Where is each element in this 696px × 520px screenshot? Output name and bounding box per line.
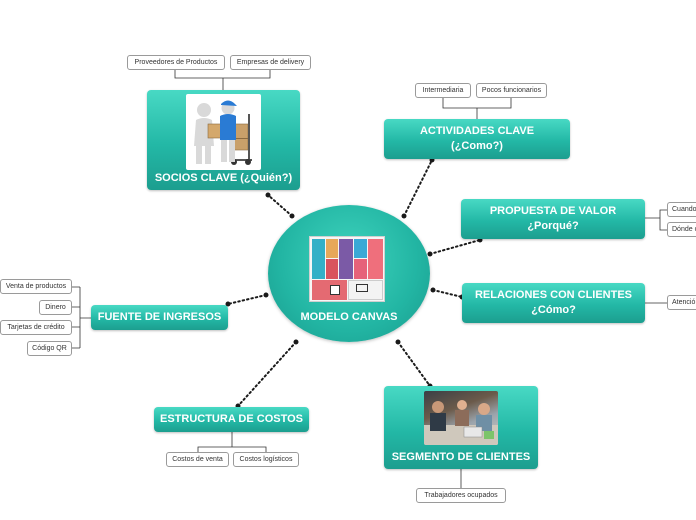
topic-fuente-ingresos[interactable]: FUENTE DE INGRESOS xyxy=(91,305,228,330)
leaf-proveedores[interactable]: Proveedores de Productos xyxy=(127,55,225,70)
leaf-intermediaria[interactable]: Intermediaria xyxy=(415,83,471,98)
topic-relaciones-line2: ¿Cómo? xyxy=(531,304,576,316)
leaf-cuando[interactable]: Cuando xyxy=(667,202,696,217)
connector-socios xyxy=(267,194,293,217)
topic-actividades-line2: (¿Como?) xyxy=(451,140,503,152)
leaf-venta-productos[interactable]: Venta de productos xyxy=(0,279,72,294)
topic-actividades-clave[interactable]: ACTIVIDADES CLAVE (¿Como?) xyxy=(384,119,570,159)
connector-segmento xyxy=(397,341,431,387)
topic-propuesta-valor[interactable]: PROPUESTA DE VALOR ¿Porqué? xyxy=(461,199,645,239)
topic-segmento-title: SEGMENTO DE CLIENTES xyxy=(391,450,531,463)
bracket-costos xyxy=(197,432,267,452)
topic-relaciones-clientes[interactable]: RELACIONES CON CLIENTES ¿Cómo? xyxy=(462,283,645,323)
topic-estructura-costos[interactable]: ESTRUCTURA DE COSTOS xyxy=(154,407,309,432)
leaf-codigo-qr[interactable]: Código QR xyxy=(27,341,72,356)
bracket-propuesta xyxy=(645,209,667,231)
bracket-socios xyxy=(174,70,271,90)
business-model-canvas-icon xyxy=(309,236,385,302)
topic-relaciones-line1: RELACIONES CON CLIENTES xyxy=(474,288,633,301)
topic-actividades-line1: ACTIVIDADES CLAVE xyxy=(419,124,535,137)
topic-ingresos-title: FUENTE DE INGRESOS xyxy=(97,310,222,323)
bracket-ingresos xyxy=(72,286,91,349)
delivery-handover-image xyxy=(186,94,261,170)
office-meeting-photo xyxy=(424,391,498,445)
leaf-trabajadores-ocupados[interactable]: Trabajadores ocupados xyxy=(416,488,506,503)
leaf-pocos-funcionarios[interactable]: Pocos funcionarios xyxy=(476,83,547,98)
connector-relaciones xyxy=(432,289,463,298)
topic-socios-title: SOCIOS CLAVE (¿Quién?) xyxy=(154,171,293,184)
connector-ingresos xyxy=(227,294,267,305)
leaf-empresas-delivery[interactable]: Empresas de delivery xyxy=(230,55,311,70)
leaf-costos-logisticos[interactable]: Costos logísticos xyxy=(233,452,299,467)
connector-propuesta xyxy=(429,239,481,255)
connector-costos xyxy=(237,341,297,407)
bracket-actividades xyxy=(442,98,512,119)
leaf-dinero[interactable]: Dinero xyxy=(39,300,72,315)
topic-propuesta-line1: PROPUESTA DE VALOR xyxy=(489,204,617,217)
leaf-tarjetas-credito[interactable]: Tarjetas de crédito xyxy=(0,320,72,335)
connector-actividades xyxy=(403,159,433,217)
central-topic[interactable]: MODELO CANVAS xyxy=(268,205,430,342)
leaf-costos-venta[interactable]: Costos de venta xyxy=(166,452,229,467)
leaf-donde[interactable]: Dónde c xyxy=(667,222,696,237)
central-title: MODELO CANVAS xyxy=(300,311,398,323)
leaf-atencion[interactable]: Atenció xyxy=(667,295,696,310)
topic-propuesta-line2: ¿Porqué? xyxy=(527,220,579,232)
topic-costos-title: ESTRUCTURA DE COSTOS xyxy=(159,412,303,425)
